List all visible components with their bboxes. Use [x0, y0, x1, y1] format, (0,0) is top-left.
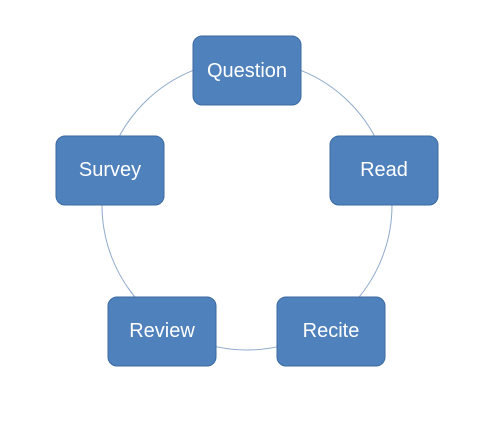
node-read-box — [329, 135, 439, 206]
node-recite-label: Recite — [303, 320, 360, 342]
node-recite-box — [276, 296, 386, 367]
node-review-box — [107, 296, 217, 367]
node-survey-label: Survey — [79, 159, 141, 181]
node-question: Question — [192, 35, 302, 106]
node-survey-box — [55, 135, 165, 206]
node-review-label: Review — [129, 320, 195, 342]
node-read-label: Read — [360, 159, 408, 181]
node-recite: Recite — [276, 296, 386, 367]
node-question-box — [192, 35, 302, 106]
node-question-label: Question — [207, 60, 287, 82]
node-read: Read — [329, 135, 439, 206]
node-review: Review — [107, 296, 217, 367]
node-survey: Survey — [55, 135, 165, 206]
